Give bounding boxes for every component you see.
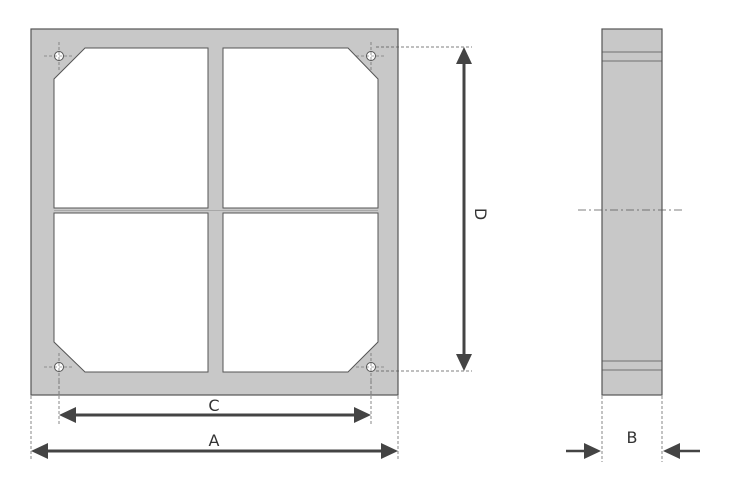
dimension-a-label: A <box>209 431 220 450</box>
dimension-a: A <box>30 396 399 460</box>
side-view <box>578 28 684 396</box>
mounting-hole-bottom-right <box>356 353 386 381</box>
dimension-c: C <box>58 381 372 425</box>
dimension-b-label: B <box>627 428 638 447</box>
dimension-b: B <box>566 396 700 462</box>
dimension-d-label: D <box>471 208 490 220</box>
front-view <box>30 28 399 396</box>
mounting-hole-bottom-left <box>44 353 74 381</box>
opening-top-right-pane <box>222 47 379 209</box>
opening-bottom-left-pane <box>53 212 209 373</box>
opening-bottom-right-pane <box>222 212 379 373</box>
opening-top-left-pane <box>53 47 209 209</box>
mounting-hole-top-right <box>356 42 386 70</box>
dimension-d: D <box>376 46 490 372</box>
side-profile <box>601 28 663 396</box>
mounting-hole-top-left <box>44 42 74 70</box>
dimension-c-label: C <box>208 396 219 415</box>
